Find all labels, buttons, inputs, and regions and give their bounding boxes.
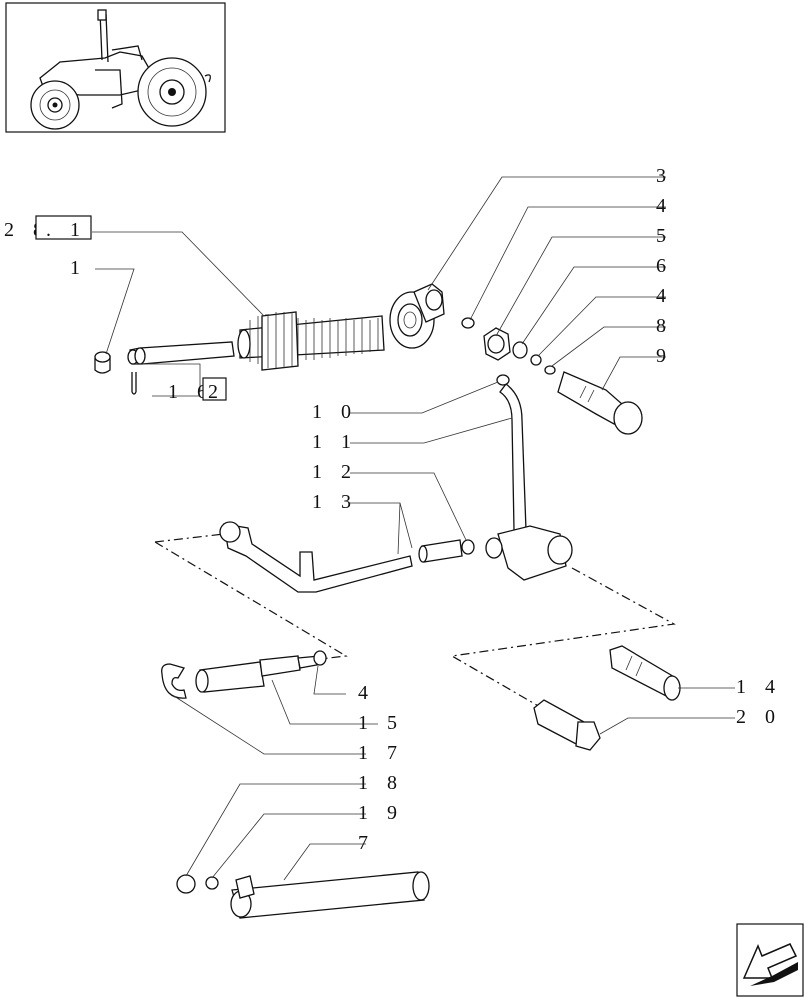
- ref-box-28[interactable]: [35, 215, 92, 240]
- part-banjo-5: [483, 327, 511, 361]
- part-split-pin: [131, 372, 137, 395]
- label-part-4a: 4: [656, 195, 673, 217]
- part-seal-6: [512, 341, 528, 359]
- part-cap-1: [94, 351, 111, 374]
- part-pipe-11: [499, 383, 527, 531]
- label-part-3: 3: [656, 165, 673, 187]
- label-part-1: 1: [70, 257, 87, 279]
- label-part-11: 1 1: [312, 431, 358, 453]
- part-flange-3: [389, 283, 445, 349]
- label-part-4b: 4: [656, 285, 673, 307]
- tractor-thumbnail-icon[interactable]: [5, 2, 226, 133]
- label-part-16: 1 6: [168, 381, 214, 403]
- part-tee-fitting: [485, 525, 573, 581]
- ref-box-16[interactable]: [202, 377, 227, 401]
- part-washer-4c: [313, 650, 327, 666]
- label-part-9: 9: [656, 345, 673, 367]
- part-seal-12: [461, 539, 475, 555]
- label-part-7: 7: [358, 832, 375, 854]
- label-part-20: 2 0: [736, 706, 782, 728]
- next-page-arrow-icon[interactable]: [736, 923, 804, 997]
- part-tube-7: [230, 871, 430, 919]
- leader-lines: [92, 176, 735, 881]
- label-part-15: 1 5: [358, 712, 404, 734]
- label-part-12: 1 2: [312, 461, 358, 483]
- part-pin-shaft: [127, 341, 235, 365]
- label-part-17: 1 7: [358, 742, 404, 764]
- part-washer-4a: [461, 317, 475, 329]
- label-part-19: 1 9: [358, 802, 404, 824]
- label-part-6: 6: [656, 255, 673, 277]
- part-gear-shaft: [237, 311, 385, 371]
- part-bent-pipe: [219, 521, 413, 593]
- label-part-13: 1 3: [312, 491, 358, 513]
- part-banjo-bolt-9: [557, 371, 643, 435]
- part-nut-18: [176, 874, 196, 894]
- part-hose-13: [418, 539, 463, 563]
- label-part-5: 5: [656, 225, 673, 247]
- label-part-18: 1 8: [358, 772, 404, 794]
- part-washer-19: [205, 876, 219, 890]
- label-part-10: 1 0: [312, 401, 358, 423]
- assembly-boundary: [154, 533, 676, 731]
- ref-group-28[interactable]: 2 8: [4, 219, 50, 241]
- part-washer-8: [544, 365, 556, 375]
- part-connector-14: [609, 645, 681, 701]
- label-part-14: 1 4: [736, 676, 782, 698]
- label-part-4c: 4: [358, 682, 375, 704]
- part-clip-17: [161, 663, 187, 699]
- label-part-8: 8: [656, 315, 673, 337]
- ref-page-16[interactable]: 2: [208, 381, 225, 403]
- ref-group-28-suffix[interactable]: . 1: [46, 219, 87, 241]
- part-washer-4b: [530, 354, 542, 366]
- part-shaft-15: [195, 655, 323, 693]
- part-washer-10: [496, 374, 510, 386]
- part-bolt-20: [533, 699, 601, 751]
